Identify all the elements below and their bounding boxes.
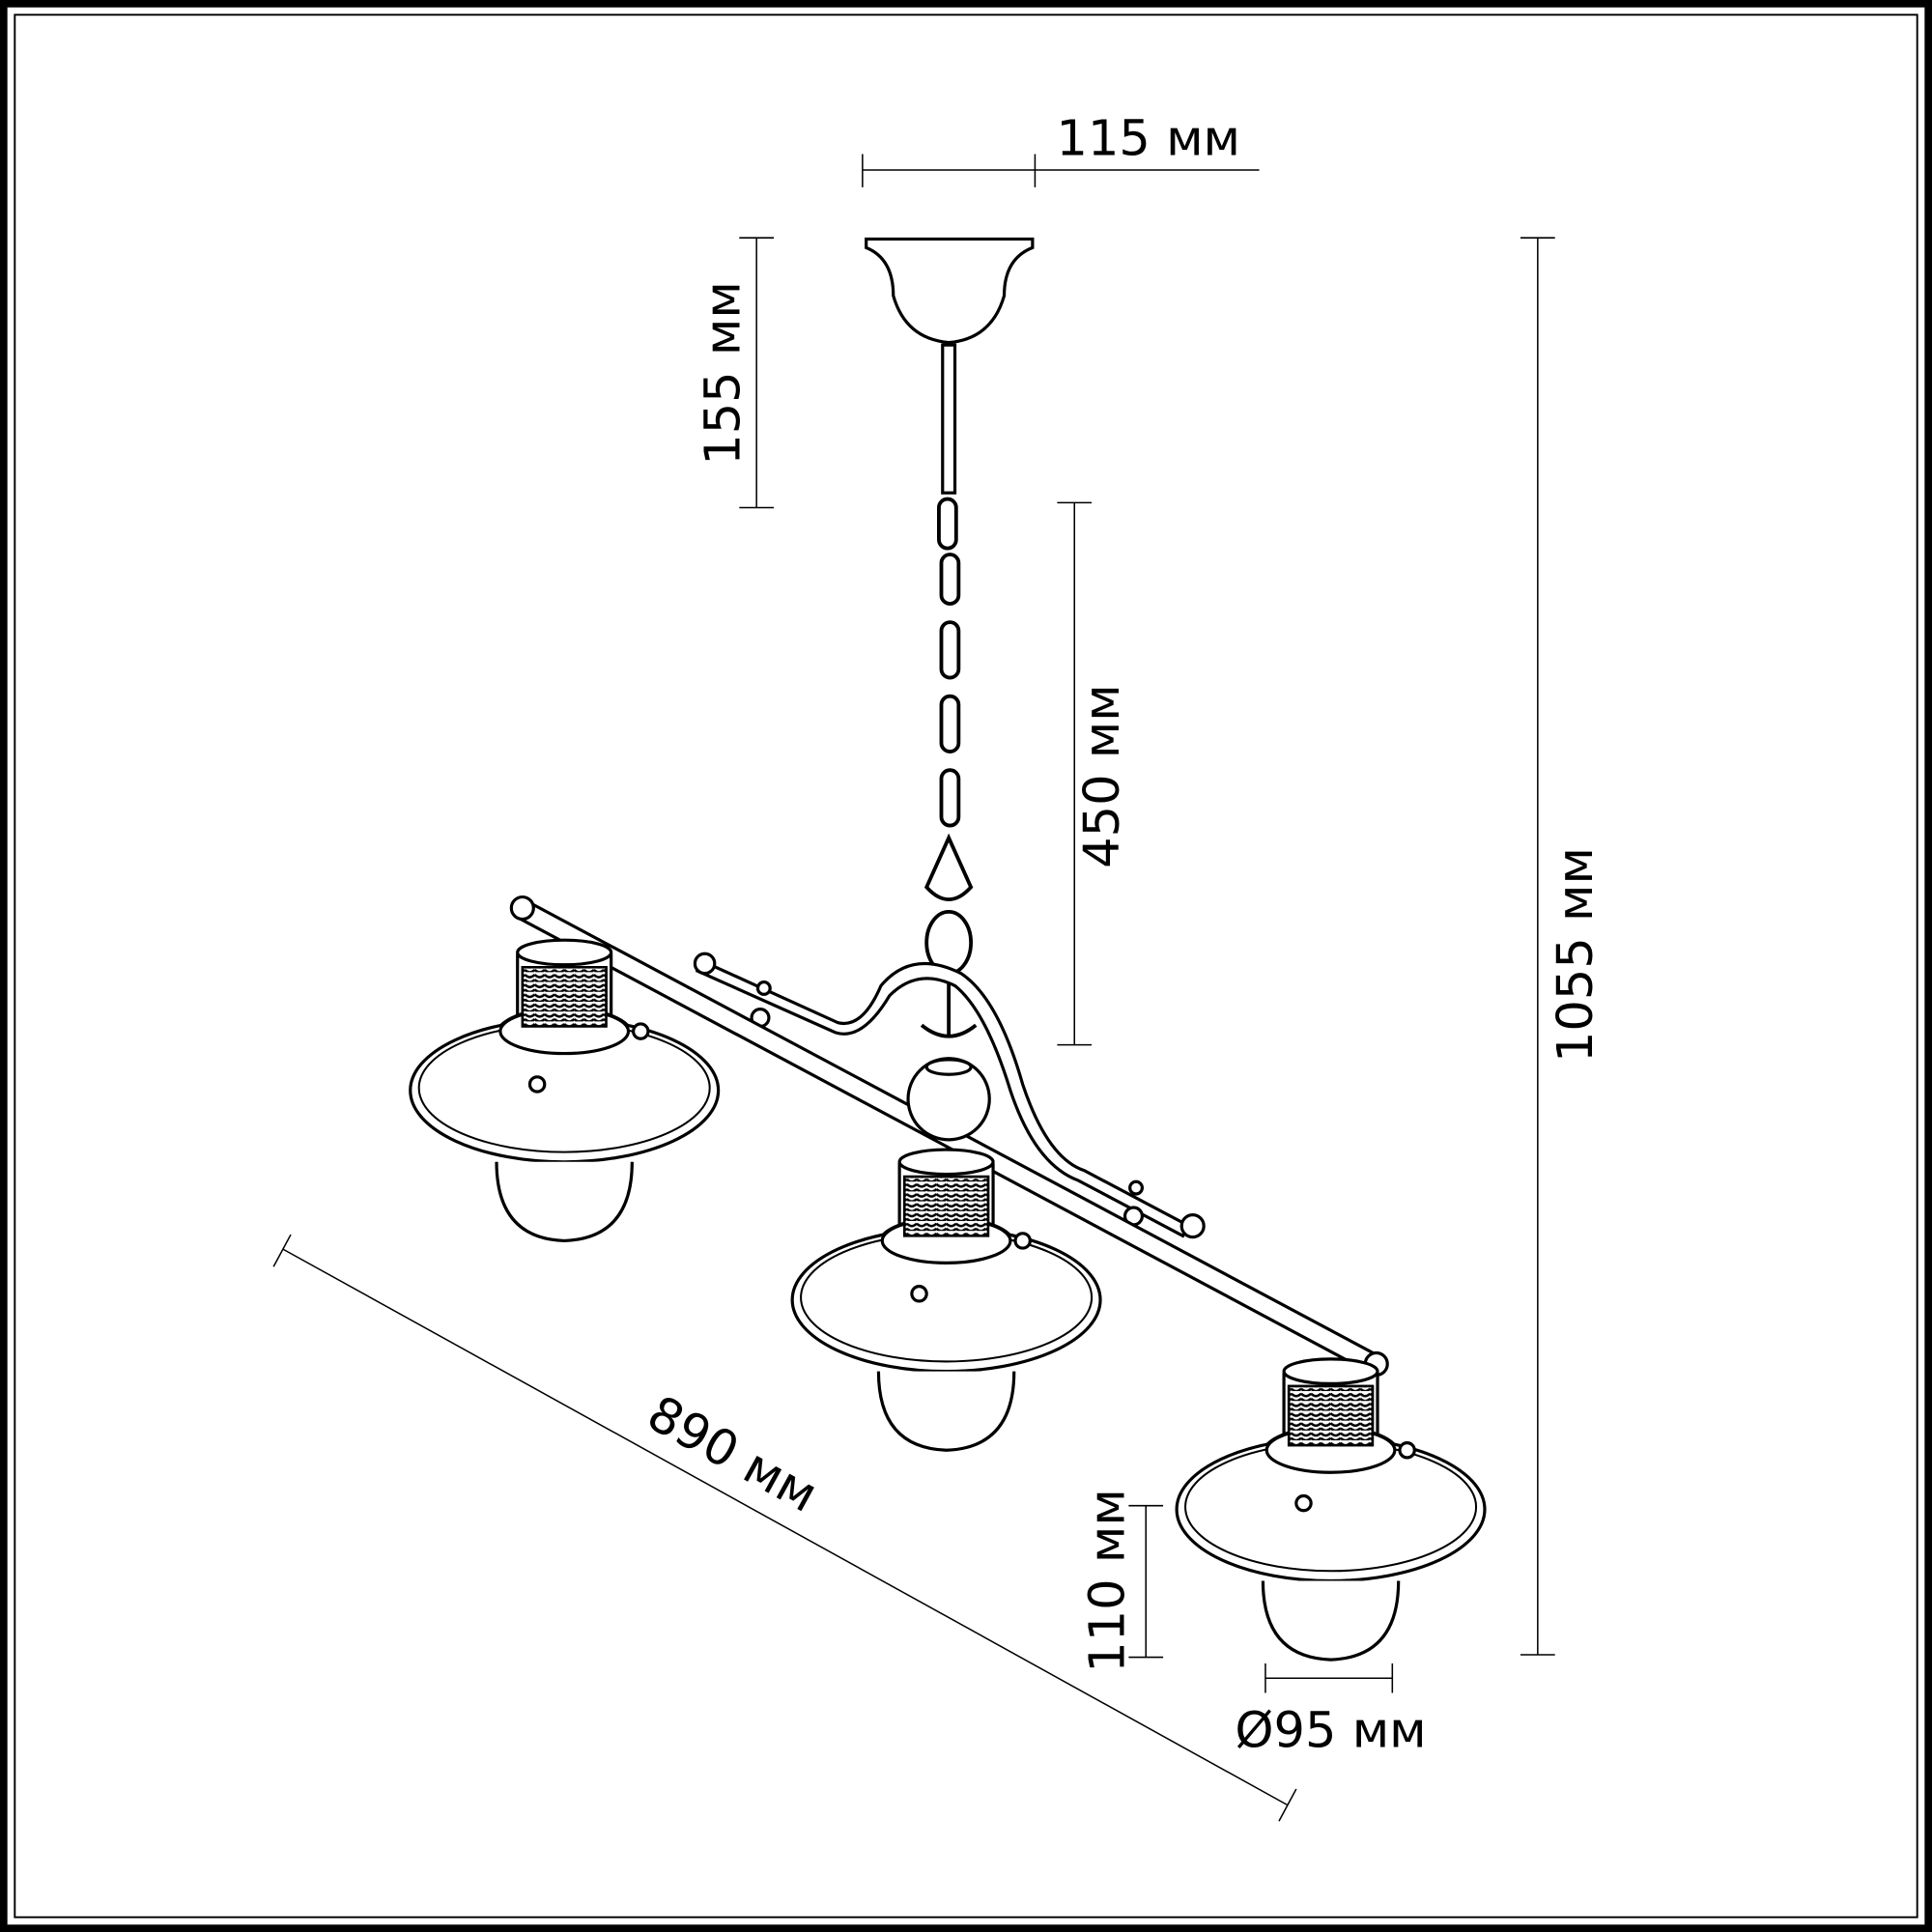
shade-height-label: 110 мм	[1079, 1489, 1136, 1673]
canopy-width-label: 115 мм	[1056, 111, 1240, 168]
total-length-label: 890 мм	[638, 1385, 826, 1524]
lamp-right	[1175, 1357, 1487, 1662]
chain	[920, 497, 978, 1038]
dimension-lines	[272, 154, 1555, 1822]
canopy-height-label: 155 мм	[695, 281, 752, 466]
chain-length-label: 450 мм	[1074, 684, 1131, 868]
shade-diameter-label: Ø95 мм	[1235, 1703, 1426, 1760]
chandelier-illustration	[409, 237, 1487, 1662]
total-height-label: 1055 мм	[1548, 847, 1605, 1063]
